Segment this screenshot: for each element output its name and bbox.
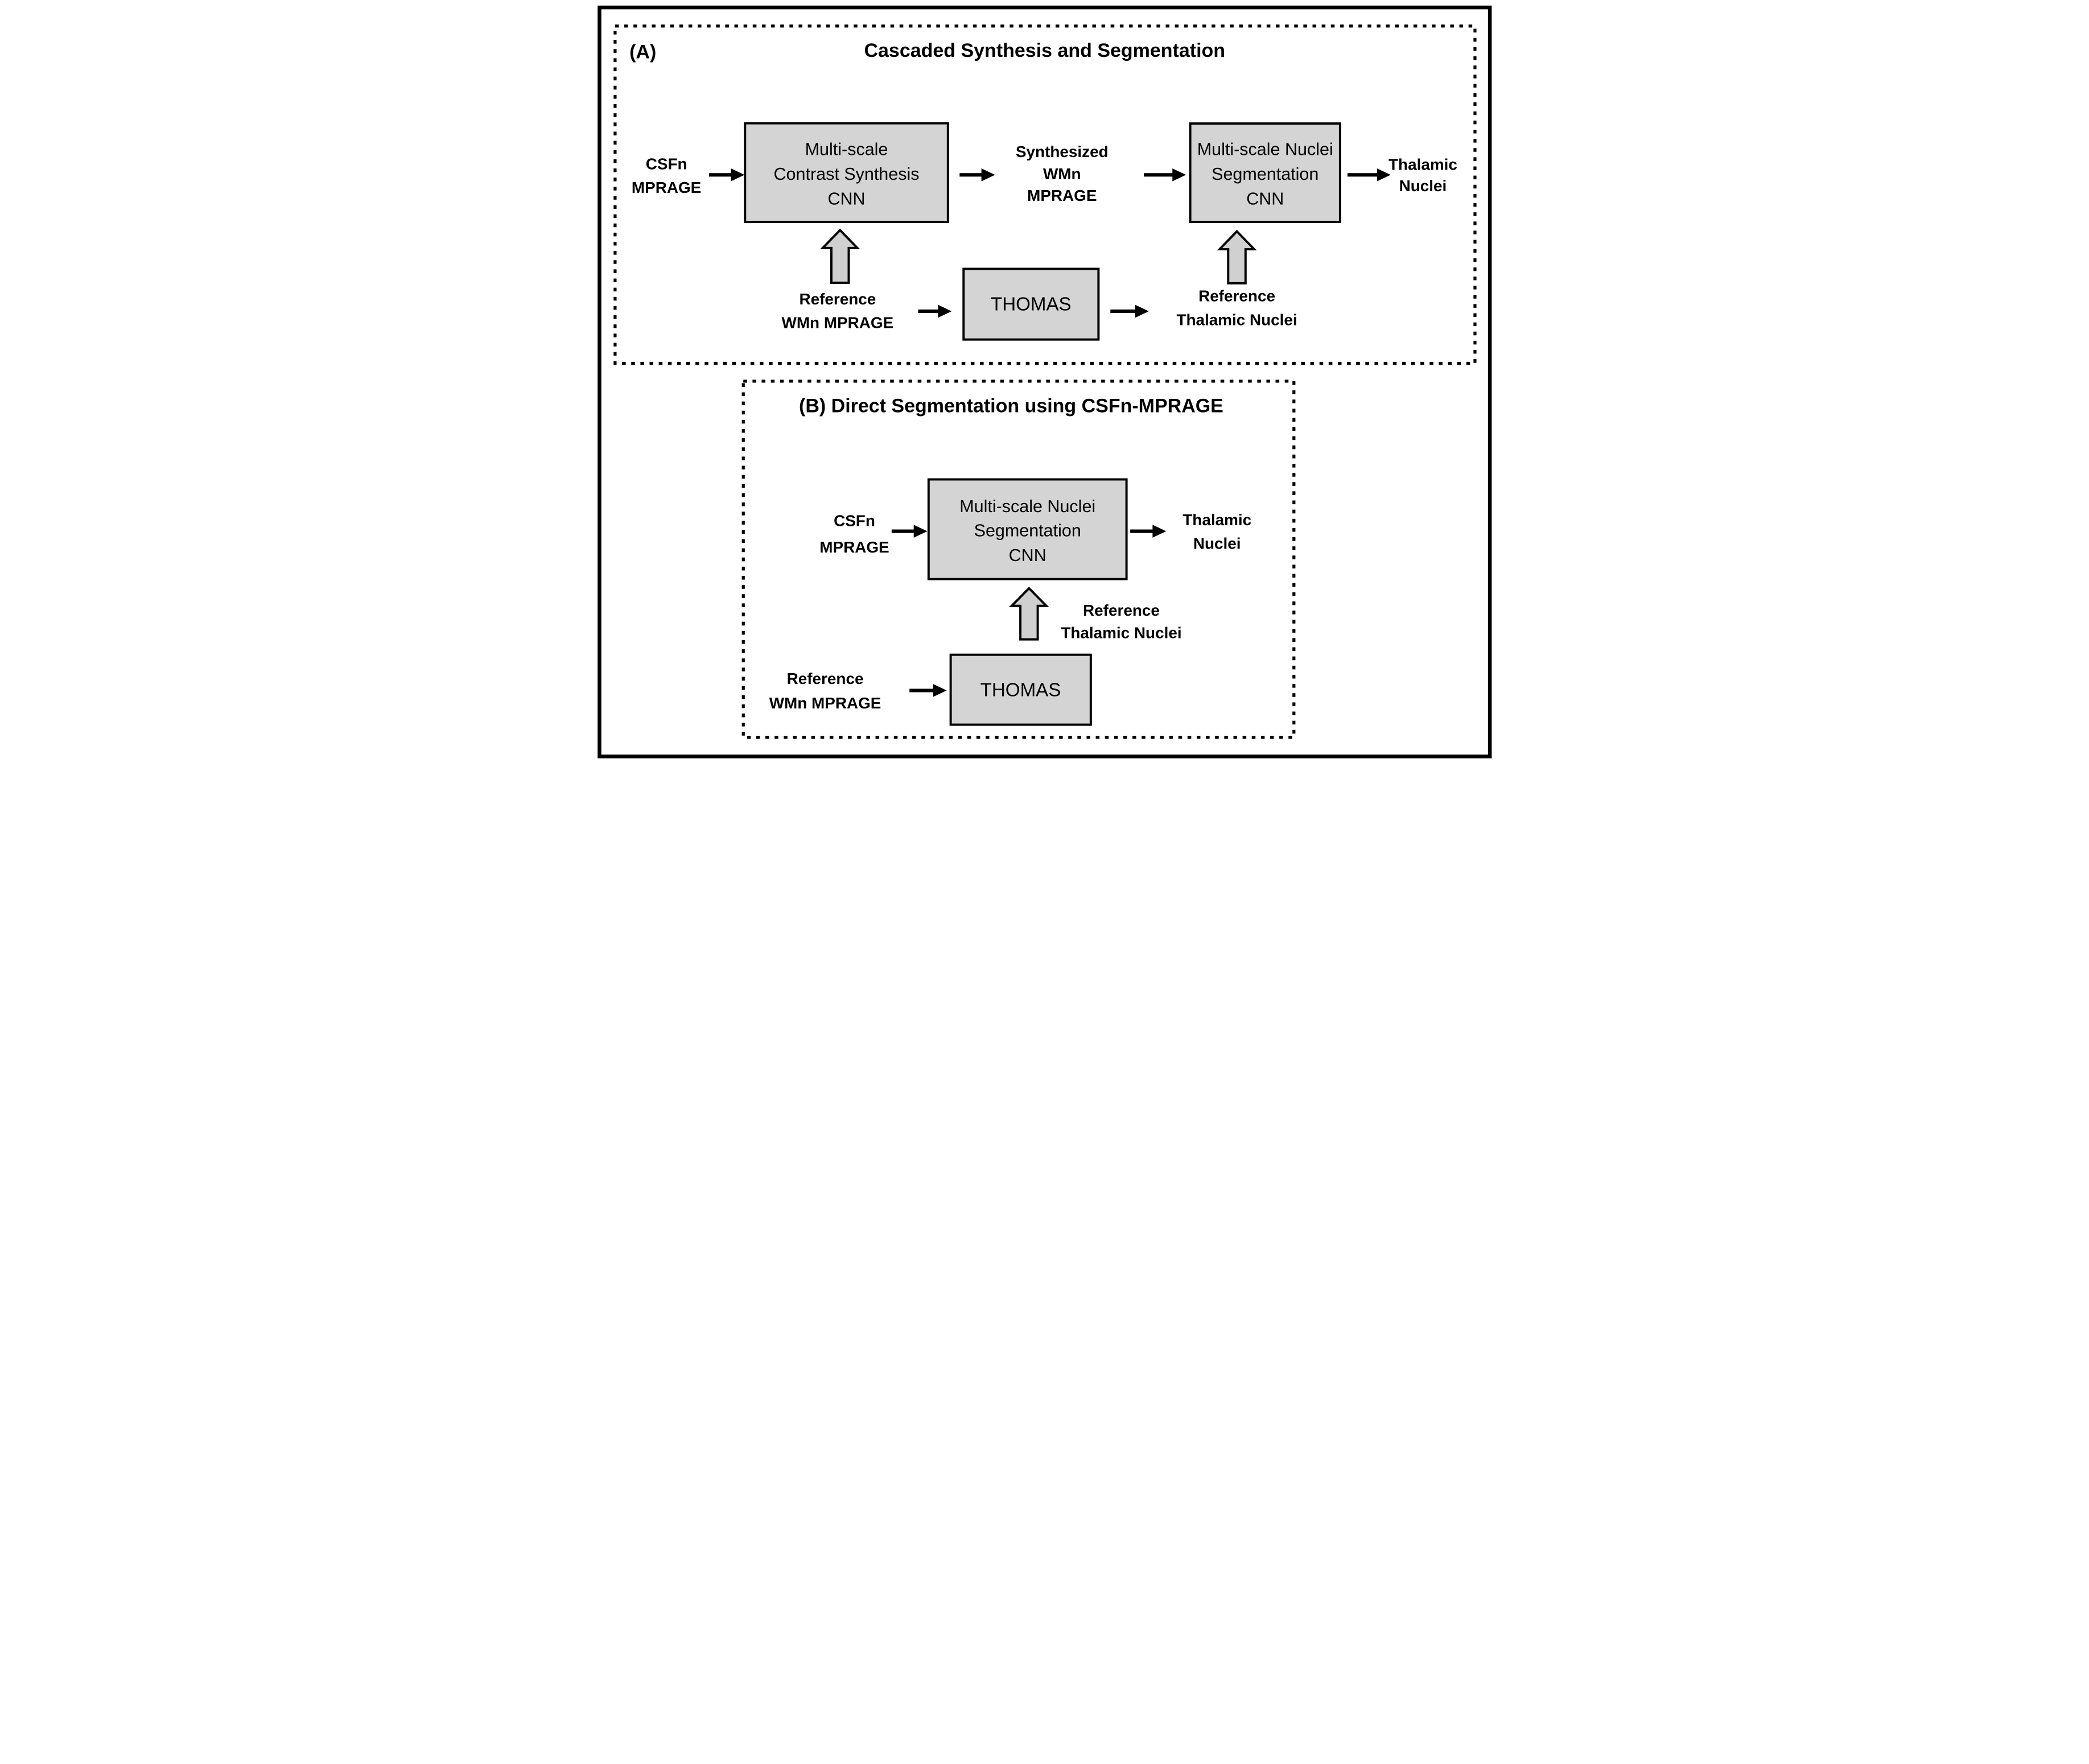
svg-text:Thalamic Nuclei: Thalamic Nuclei [1061, 624, 1181, 641]
svg-text:CSFn: CSFn [834, 512, 875, 529]
synthesis-cnn-box: Multi-scale Contrast Synthesis CNN [743, 122, 949, 224]
panel-b-thalamic-output-label: Thalamic Nuclei [1182, 511, 1251, 552]
svg-text:Segmentation: Segmentation [974, 521, 1081, 540]
svg-text:Thalamic: Thalamic [1388, 156, 1457, 174]
svg-text:Thalamic: Thalamic [1182, 511, 1251, 529]
svg-text:Thalamic Nuclei: Thalamic Nuclei [1176, 311, 1297, 328]
right-arrow-icon [1143, 168, 1186, 182]
svg-text:Reference: Reference [1198, 287, 1275, 305]
svg-text:WMn MPRAGE: WMn MPRAGE [769, 694, 881, 712]
svg-text:MPRAGE: MPRAGE [819, 538, 889, 556]
svg-text:Multi-scale: Multi-scale [805, 139, 888, 159]
thomas-rect-a [962, 267, 1099, 341]
right-arrow-icon [959, 168, 995, 182]
svg-text:Segmentation: Segmentation [1212, 164, 1318, 184]
right-arrow-icon [1130, 525, 1166, 538]
panel-b-dashed-border [741, 380, 1295, 739]
panel-a-reference-wmn-label: Reference WMn MPRAGE [781, 290, 893, 331]
svg-text:Reference: Reference [786, 670, 863, 687]
svg-text:THOMAS: THOMAS [980, 679, 1061, 700]
segmentation-cnn-rect-b [927, 478, 1128, 580]
thomas-box-a: THOMAS [962, 267, 1099, 341]
right-arrow-icon [891, 525, 928, 538]
svg-text:CSFn: CSFn [645, 155, 687, 173]
svg-text:THOMAS: THOMAS [990, 294, 1071, 315]
segmentation-cnn-box-a: Multi-scale Nuclei Segmentation CNN [1189, 122, 1341, 224]
svg-text:Contrast Synthesis: Contrast Synthesis [773, 164, 919, 184]
panel-a-tag: (A) [629, 41, 656, 63]
svg-text:Multi-scale Nuclei: Multi-scale Nuclei [1197, 139, 1333, 159]
right-arrow-icon [708, 168, 744, 182]
right-arrow-icon [909, 684, 947, 697]
pipeline-diagram: (A) Cascaded Synthesis and Segmentation … [597, 5, 1491, 759]
svg-text:Multi-scale Nuclei: Multi-scale Nuclei [959, 497, 1095, 516]
thomas-rect-b [949, 653, 1092, 726]
segmentation-cnn-rect-a [1189, 122, 1341, 224]
panel-a-dashed-border [613, 24, 1477, 365]
svg-text:MPRAGE: MPRAGE [1027, 187, 1097, 204]
segmentation-cnn-box-b: Multi-scale Nuclei Segmentation CNN [927, 478, 1128, 580]
svg-text:CNN: CNN [1008, 546, 1046, 565]
panel-a-thalamic-output-label: Thalamic Nuclei [1388, 156, 1457, 195]
up-arrow-icon [1008, 587, 1049, 641]
right-arrow-icon [1110, 304, 1149, 318]
right-arrow-icon [1347, 168, 1391, 182]
svg-text:WMn: WMn [1043, 165, 1081, 183]
synthesized-wmn-label: Synthesized WMn MPRAGE [1015, 143, 1108, 204]
up-arrow-icon [819, 228, 860, 284]
up-arrow-icon [1216, 229, 1257, 285]
panel-b-reference-wmn-label: Reference WMn MPRAGE [769, 670, 881, 712]
thomas-box-b: THOMAS [949, 653, 1092, 726]
synthesis-cnn-rect [743, 122, 949, 224]
panel-a-reference-thalamic-label: Reference Thalamic Nuclei [1176, 287, 1297, 329]
svg-text:Synthesized: Synthesized [1015, 143, 1108, 160]
panel-b-reference-thalamic-label: Reference Thalamic Nuclei [1061, 601, 1181, 641]
panel-a-csfn-input-label: CSFn MPRAGE [631, 155, 701, 196]
panel-a-title: Cascaded Synthesis and Segmentation [864, 40, 1225, 61]
panel-b-title: (B) Direct Segmentation using CSFn-MPRAG… [799, 395, 1223, 417]
svg-text:WMn MPRAGE: WMn MPRAGE [781, 314, 893, 332]
svg-text:Nuclei: Nuclei [1399, 177, 1447, 195]
svg-text:Nuclei: Nuclei [1193, 535, 1241, 553]
figure-container: (A) Cascaded Synthesis and Segmentation … [590, 0, 1500, 769]
svg-text:MPRAGE: MPRAGE [631, 179, 701, 196]
svg-text:Reference: Reference [1083, 601, 1160, 619]
right-arrow-icon [918, 304, 951, 318]
outer-frame [597, 5, 1491, 759]
panel-b-csfn-input-label: CSFn MPRAGE [819, 512, 889, 556]
svg-text:Reference: Reference [799, 290, 876, 308]
svg-text:CNN: CNN [827, 189, 865, 209]
svg-text:CNN: CNN [1246, 189, 1284, 209]
